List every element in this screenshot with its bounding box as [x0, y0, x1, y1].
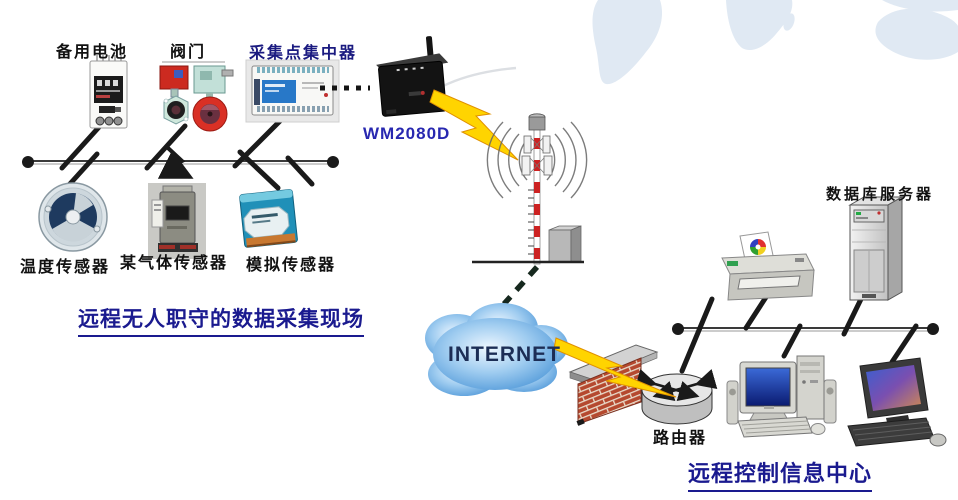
center-title: 远程控制信息中心	[688, 456, 873, 492]
temperature-sensor-label: 温度传感器	[20, 259, 111, 276]
concentrator-label: 采集点集中器	[249, 45, 358, 62]
desktop-computer	[726, 355, 837, 438]
internet-label: INTERNET	[448, 343, 561, 366]
workstation-computer	[847, 357, 947, 447]
battery-label: 备用电池	[56, 44, 129, 61]
lightning-uplink	[429, 89, 519, 161]
gas-sensor-label: 某气体传感器	[120, 255, 229, 272]
concentrator-device	[245, 59, 340, 123]
database-server-label: 数据库服务器	[826, 186, 935, 203]
internet-cloud	[425, 303, 568, 396]
valve-device	[159, 61, 234, 132]
center-bus	[672, 291, 939, 374]
printer-device	[721, 231, 815, 301]
database-server-device	[848, 196, 904, 301]
dashed-internet-link	[501, 265, 540, 306]
world-map-background	[403, 0, 958, 113]
temperature-sensor-device	[38, 182, 108, 252]
site-title: 远程无人职守的数据采集现场	[78, 303, 364, 337]
gas-sensor-device	[148, 183, 206, 259]
router-device	[634, 369, 718, 425]
analog-sensor-device	[239, 189, 298, 248]
router-label: 路由器	[653, 430, 708, 447]
backup-battery-device	[89, 55, 128, 129]
wireless-modem-device	[376, 36, 449, 117]
lightning-downlink	[553, 337, 677, 398]
wireless-modem-label: WM2080D	[363, 124, 451, 143]
analog-sensor-label: 模拟传感器	[246, 257, 337, 274]
valve-label: 阀门	[170, 44, 207, 61]
cell-tower	[472, 113, 588, 265]
